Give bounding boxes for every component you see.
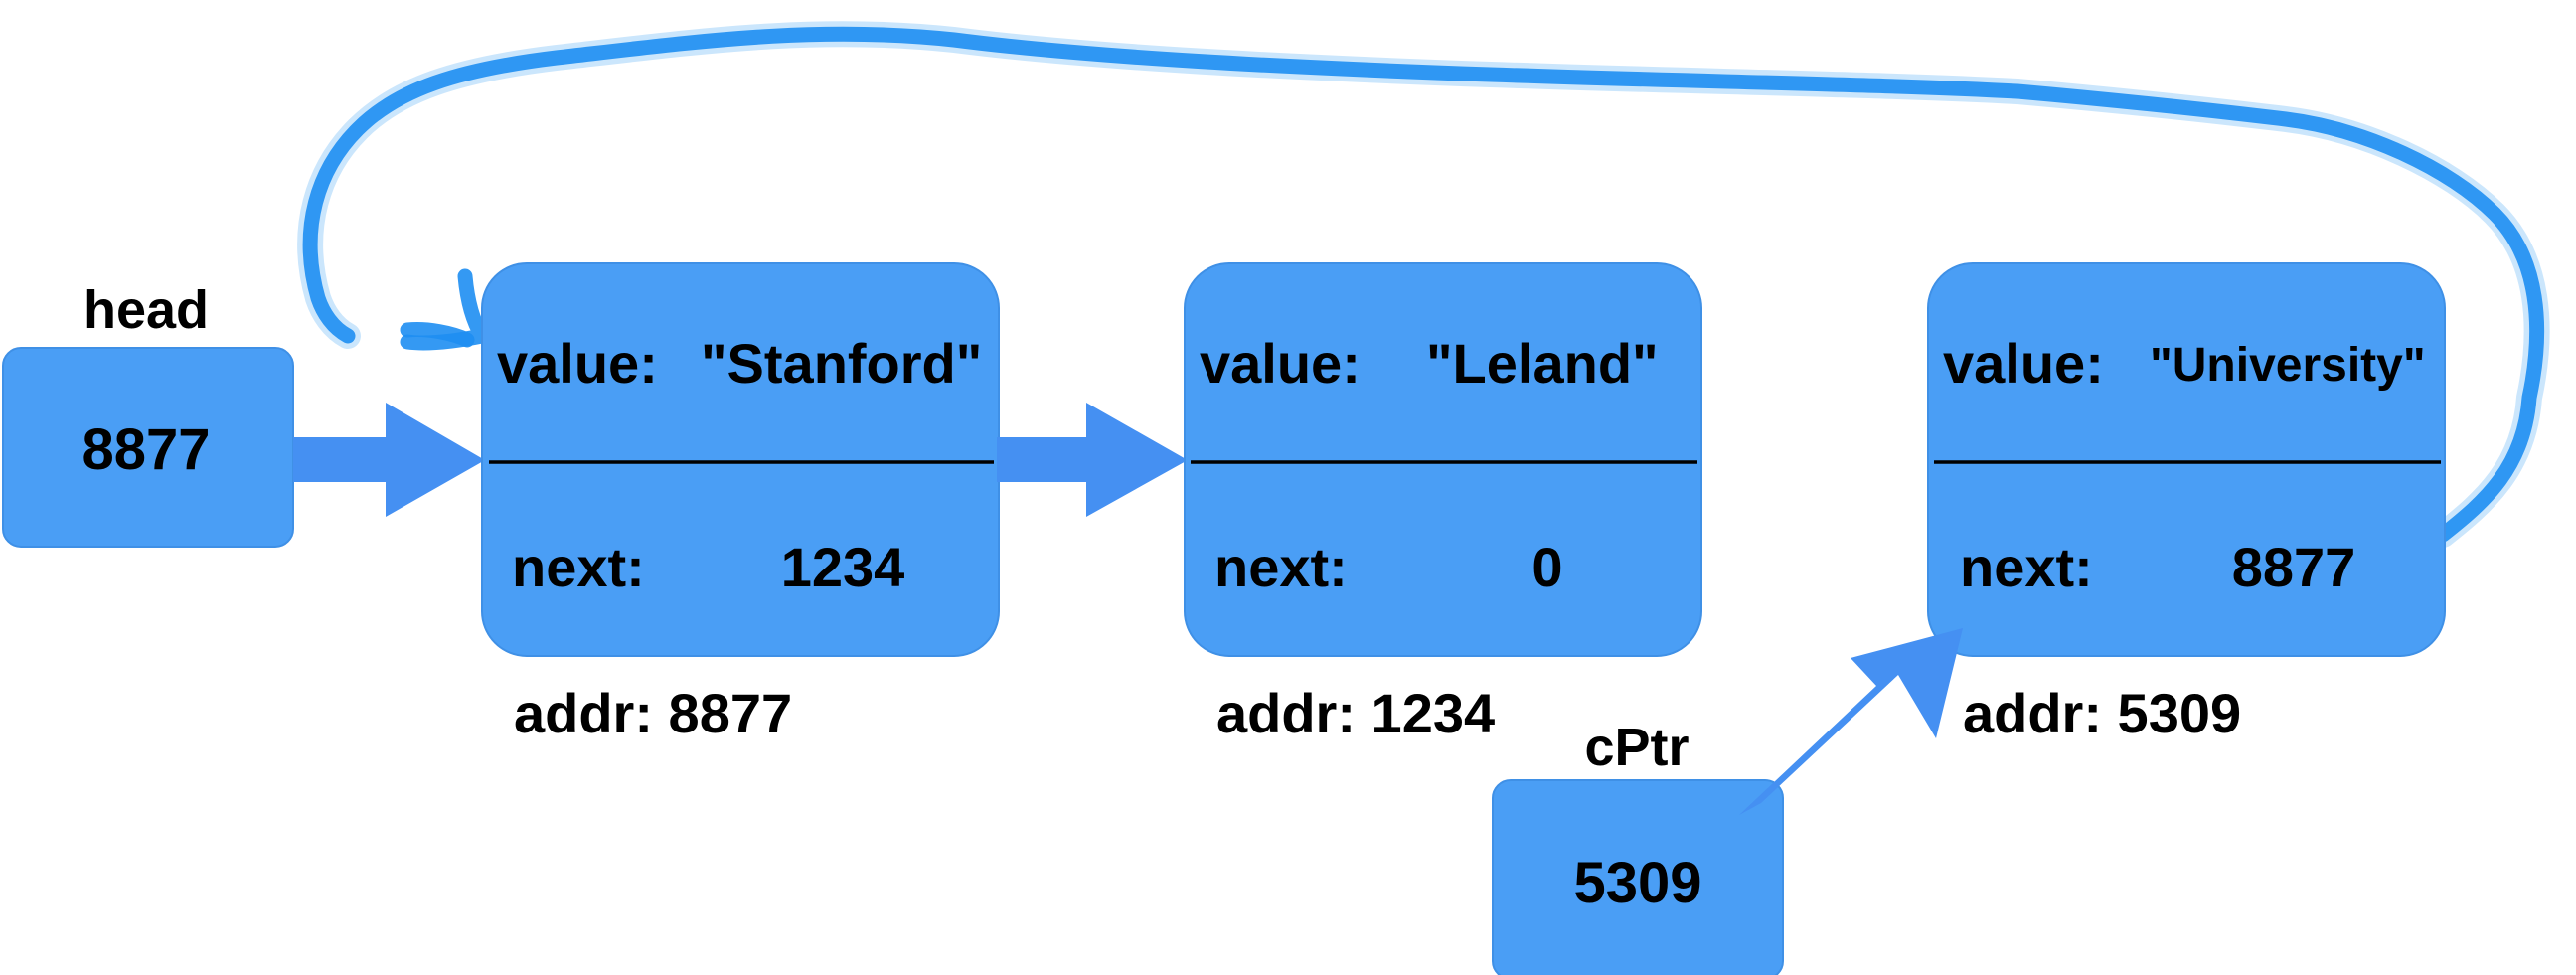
arrow-head-to-node-1 bbox=[293, 403, 485, 517]
arrow-node-1-to-node-2 bbox=[997, 403, 1188, 517]
node-1: value: "Stanford" next: 1234 addr: 8877 bbox=[481, 262, 1000, 744]
node-1-next: 1234 bbox=[781, 536, 905, 598]
node-3-value-label: value: bbox=[1943, 332, 2104, 395]
node-1-addr: addr: 8877 bbox=[514, 682, 792, 744]
node-2-next: 0 bbox=[1531, 536, 1562, 598]
node-2-next-label: next: bbox=[1214, 536, 1348, 598]
cptr-label: cPtr bbox=[1584, 718, 1689, 777]
node-3-next-label: next: bbox=[1960, 536, 2093, 598]
node-3: value: "University" next: 8877 addr: 530… bbox=[1927, 262, 2446, 744]
head-label: head bbox=[83, 280, 209, 340]
node-1-next-label: next: bbox=[512, 536, 645, 598]
cptr-value: 5309 bbox=[1573, 851, 1701, 915]
node-3-box bbox=[1927, 262, 2446, 657]
head-pointer: head 8877 bbox=[2, 280, 294, 548]
node-3-next: 8877 bbox=[2232, 536, 2356, 598]
cptr-box bbox=[1492, 779, 1784, 975]
node-1-value: "Stanford" bbox=[701, 332, 982, 395]
node-2-value-label: value: bbox=[1200, 332, 1361, 395]
head-value: 8877 bbox=[81, 417, 210, 482]
cycle-arrow bbox=[297, 21, 2550, 548]
node-2-box bbox=[1184, 262, 1702, 657]
arrow-cptr-to-node-3 bbox=[1739, 628, 1963, 815]
node-2: value: "Leland" next: 0 addr: 1234 bbox=[1184, 262, 1702, 744]
node-3-addr: addr: 5309 bbox=[1963, 682, 2241, 744]
cptr-pointer: cPtr 5309 bbox=[1492, 718, 1784, 975]
node-2-addr: addr: 1234 bbox=[1216, 682, 1495, 744]
node-3-value: "University" bbox=[2150, 339, 2426, 392]
node-1-value-label: value: bbox=[497, 332, 658, 395]
node-2-value: "Leland" bbox=[1426, 332, 1659, 395]
